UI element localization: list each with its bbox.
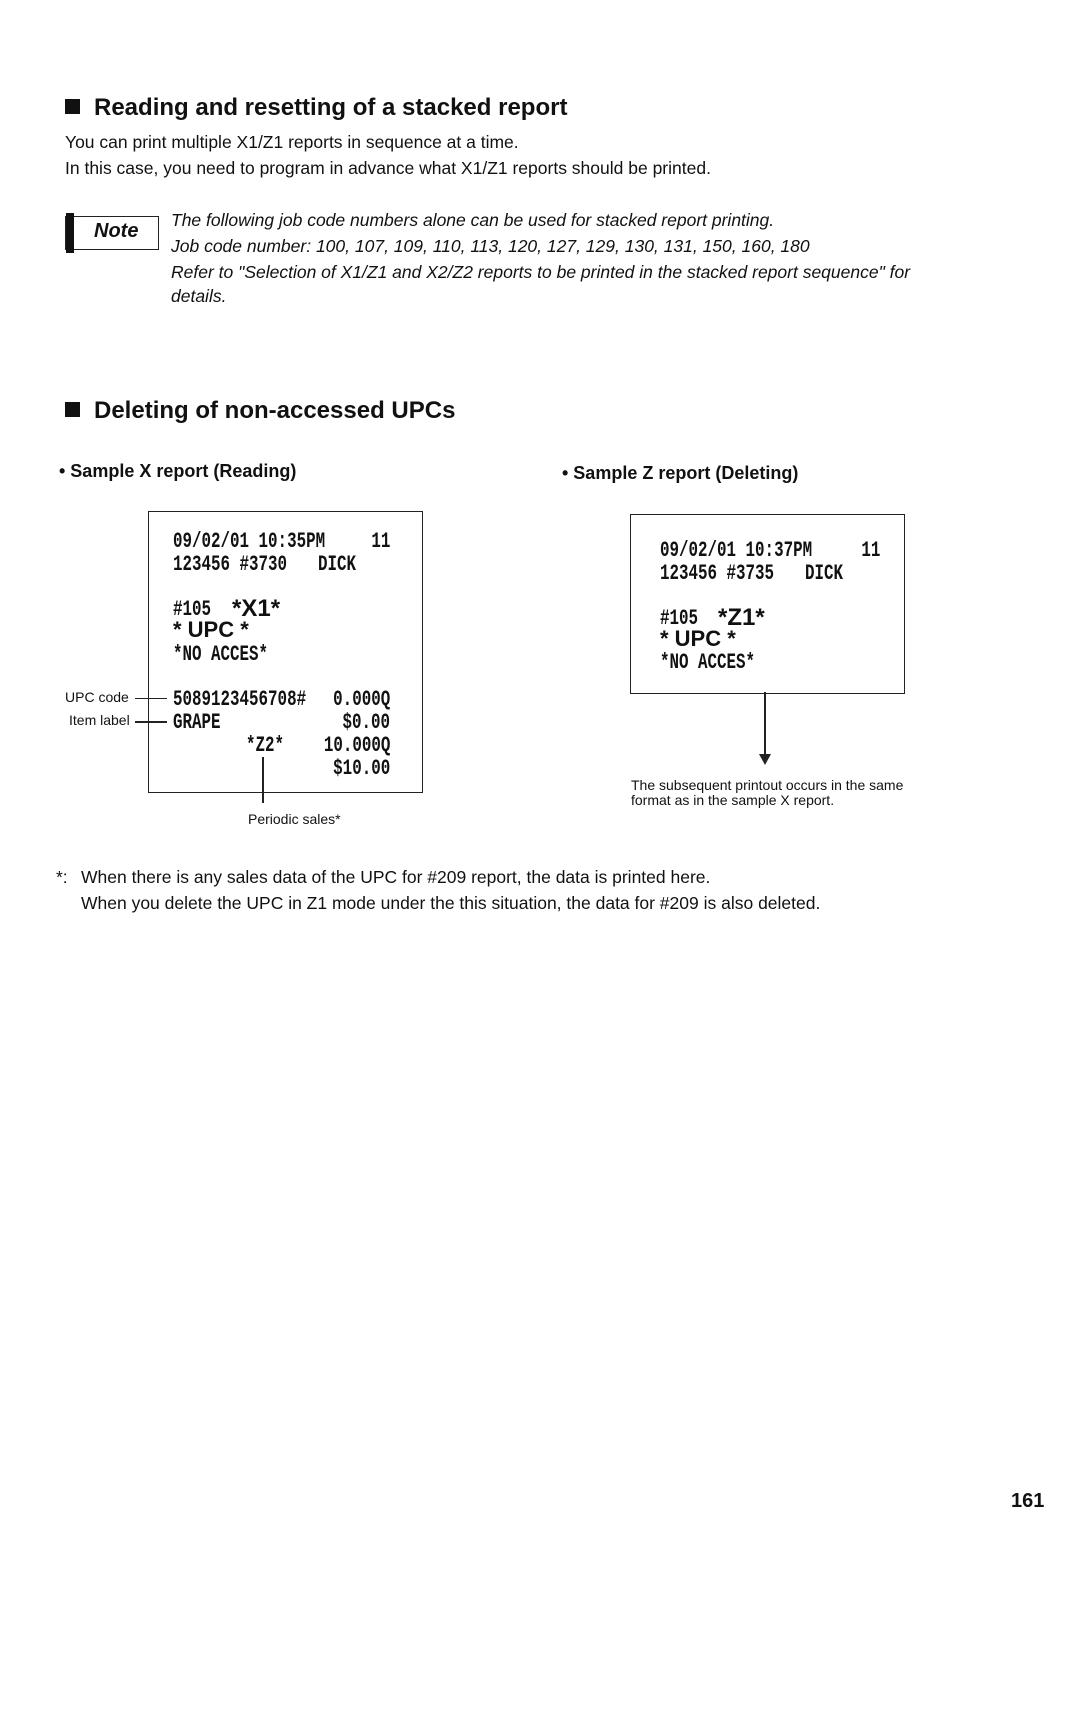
paragraph-line: You can print multiple X1/Z1 reports in …	[65, 132, 519, 152]
page-number: 161	[1011, 1490, 1045, 1512]
note-bar-icon	[66, 213, 74, 253]
note-badge: Note	[65, 213, 159, 253]
receipt-clerk: DICK	[318, 552, 357, 577]
arrow-line	[764, 692, 766, 758]
receipt-no-access: *NO ACCES*	[660, 650, 756, 675]
bullet-square-icon	[65, 99, 80, 114]
section-heading-deleting-upcs: Deleting of non-accessed UPCs	[65, 397, 455, 425]
receipt-clerk: DICK	[805, 561, 844, 586]
receipt-periodic-qty: 10.000Q	[323, 733, 390, 758]
receipt-date: 09/02/01 10:37PM	[660, 538, 813, 563]
leader-line	[135, 698, 167, 699]
sample-z-receipt	[630, 514, 905, 694]
bullet-square-icon	[65, 402, 80, 417]
receipt-periodic-amount: $10.00	[332, 756, 390, 781]
heading-text: Deleting of non-accessed UPCs	[94, 397, 456, 424]
note-line: The following job code numbers alone can…	[171, 210, 775, 230]
receipt-qty: 0.000Q	[332, 687, 390, 712]
note-line: Refer to "Selection of X1/Z1 and X2/Z2 r…	[171, 262, 911, 282]
receipt-mode: *X1*	[232, 595, 281, 622]
heading-text: Reading and resetting of a stacked repor…	[94, 94, 568, 121]
note-line: details.	[171, 286, 227, 306]
receipt-id: 123456 #3730	[173, 552, 288, 577]
leader-line	[135, 721, 167, 723]
note-line: Job code number: 100, 107, 109, 110, 113…	[171, 236, 810, 256]
receipt-amount: $0.00	[342, 710, 390, 735]
receipt-upc: * UPC *	[173, 617, 249, 642]
receipt-number: 11	[370, 529, 390, 554]
sample-x-title: • Sample X report (Reading)	[59, 461, 297, 481]
callout-item-label: Item label	[69, 712, 130, 728]
paragraph-line: In this case, you need to program in adv…	[65, 158, 711, 178]
receipt-id: 123456 #3735	[660, 561, 775, 586]
receipt-job: #105	[173, 597, 212, 622]
callout-periodic-sales: Periodic sales*	[248, 811, 341, 827]
caption-line: The subsequent printout occurs in the sa…	[631, 777, 904, 793]
caption-line: format as in the sample X report.	[631, 792, 835, 808]
footnote-line: When you delete the UPC in Z1 mode under…	[81, 893, 821, 913]
receipt-z2: *Z2*	[246, 733, 285, 758]
sample-z-title: • Sample Z report (Deleting)	[562, 463, 799, 483]
receipt-upc-code: 5089123456708#	[173, 687, 307, 712]
receipt-number: 11	[860, 538, 880, 563]
receipt-item: GRAPE	[173, 710, 221, 735]
note-label: Note	[94, 220, 139, 242]
footnote-line: When there is any sales data of the UPC …	[81, 867, 711, 887]
leader-line	[262, 757, 264, 803]
receipt-job: #105	[660, 606, 699, 631]
receipt-mode: *Z1*	[718, 604, 765, 631]
receipt-date: 09/02/01 10:35PM	[173, 529, 326, 554]
sample-x-receipt	[148, 511, 423, 793]
receipt-upc: * UPC *	[660, 626, 736, 651]
callout-upc-code: UPC code	[65, 689, 129, 705]
section-heading-stacked-report: Reading and resetting of a stacked repor…	[65, 94, 567, 122]
footnote-mark: *:	[56, 867, 68, 887]
arrow-down-icon	[759, 754, 771, 765]
sample-z-caption: The subsequent printout occurs in the sa…	[631, 778, 903, 808]
receipt-no-access: *NO ACCES*	[173, 642, 269, 667]
